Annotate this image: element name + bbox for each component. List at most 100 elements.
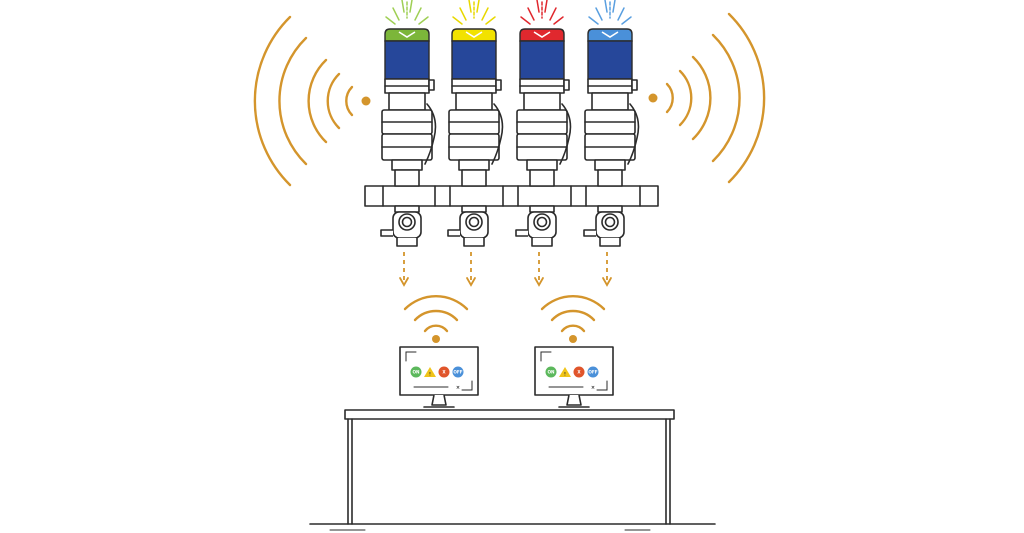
port-inner <box>604 216 616 228</box>
neck <box>388 92 426 111</box>
indicator-light-rays <box>452 0 496 25</box>
icon-circle <box>410 366 422 378</box>
signal-cable <box>559 103 572 165</box>
icon-circle <box>587 366 599 378</box>
light-ray <box>452 16 463 25</box>
right-signal-source <box>648 93 658 103</box>
side-connector <box>563 79 570 91</box>
status-cap <box>451 28 497 42</box>
control-head <box>451 40 497 80</box>
wifi-signal-left <box>403 295 469 343</box>
light-ray <box>414 7 422 21</box>
control-head <box>519 40 565 80</box>
outlet-left <box>380 229 393 237</box>
light-ray <box>476 0 480 13</box>
housing-neck <box>597 205 623 213</box>
stem-collar <box>458 159 490 171</box>
control-head <box>384 40 430 80</box>
light-ray <box>485 16 496 25</box>
stem-collar <box>594 159 626 171</box>
signal-arrow-2 <box>466 252 476 287</box>
light-ray <box>401 0 405 13</box>
screen-close-mark: × <box>456 385 460 391</box>
status-cap <box>384 28 430 42</box>
stem <box>461 169 487 187</box>
light-ray <box>409 0 413 13</box>
indicator-light-rays <box>385 0 429 25</box>
off-icon: OFF <box>587 366 599 378</box>
screen-corner <box>461 380 473 391</box>
on-icon: ON <box>410 366 422 378</box>
outlet-bottom <box>463 238 485 247</box>
signal-arrows <box>399 252 612 287</box>
control-head <box>587 40 633 80</box>
signal-cable <box>424 103 437 165</box>
valve-2 <box>447 0 504 247</box>
arrow-head <box>399 277 409 287</box>
icon-label: OFF <box>453 370 462 375</box>
right-signal-waves <box>648 12 766 184</box>
light-ray <box>588 16 599 25</box>
arrow-head <box>534 277 544 287</box>
stem <box>394 169 420 187</box>
outlet-bottom <box>599 238 621 247</box>
light-ray <box>553 16 564 25</box>
icon-label: OFF <box>588 370 597 375</box>
icon-label: X <box>577 370 581 375</box>
table <box>309 409 716 531</box>
light-ray <box>481 7 489 21</box>
light-ray <box>595 7 603 21</box>
signal-cable <box>491 103 504 165</box>
light-ray <box>468 0 472 13</box>
stem-collar <box>391 159 423 171</box>
error-icon: X <box>573 366 585 378</box>
wifi-signal-right <box>540 295 606 343</box>
warning-triangle <box>424 367 436 377</box>
light-ray <box>392 7 400 21</box>
left-signal-source <box>361 96 371 106</box>
indicator-light-rays <box>520 0 564 25</box>
valve-group <box>380 0 640 247</box>
signal-arrow-1 <box>399 252 409 287</box>
warning-icon: ! <box>559 367 571 377</box>
light-ray <box>385 16 396 25</box>
valve-3 <box>515 0 572 247</box>
icon-circle <box>452 366 464 378</box>
status-cap <box>519 28 565 42</box>
pipe-manifold <box>364 185 659 207</box>
light-ray <box>544 0 548 13</box>
valve-1 <box>380 0 437 247</box>
error-icon: X <box>438 366 450 378</box>
light-ray <box>536 0 540 13</box>
arrow-head <box>466 277 476 287</box>
outlet-left <box>583 229 596 237</box>
stem <box>597 169 623 187</box>
housing-neck <box>394 205 420 213</box>
monitor-stand <box>431 394 447 406</box>
stem-collar <box>526 159 558 171</box>
icon-circle <box>545 366 557 378</box>
neck <box>455 92 493 111</box>
left-signal-waves <box>253 15 371 187</box>
side-connector <box>495 79 502 91</box>
indicator-light-rays <box>588 0 632 25</box>
signal-arrow-3 <box>534 252 544 287</box>
signal-arrow-4 <box>602 252 612 287</box>
light-ray <box>459 7 467 21</box>
signal-cable <box>627 103 640 165</box>
light-ray <box>617 7 625 21</box>
port-inner <box>468 216 480 228</box>
icon-circle <box>573 366 585 378</box>
screen-corner <box>596 380 608 391</box>
light-ray <box>520 16 531 25</box>
neck <box>591 92 629 111</box>
housing-neck <box>529 205 555 213</box>
icon-circle <box>438 366 450 378</box>
icon-label: ! <box>429 372 431 377</box>
port-inner <box>536 216 548 228</box>
port-inner <box>401 216 413 228</box>
